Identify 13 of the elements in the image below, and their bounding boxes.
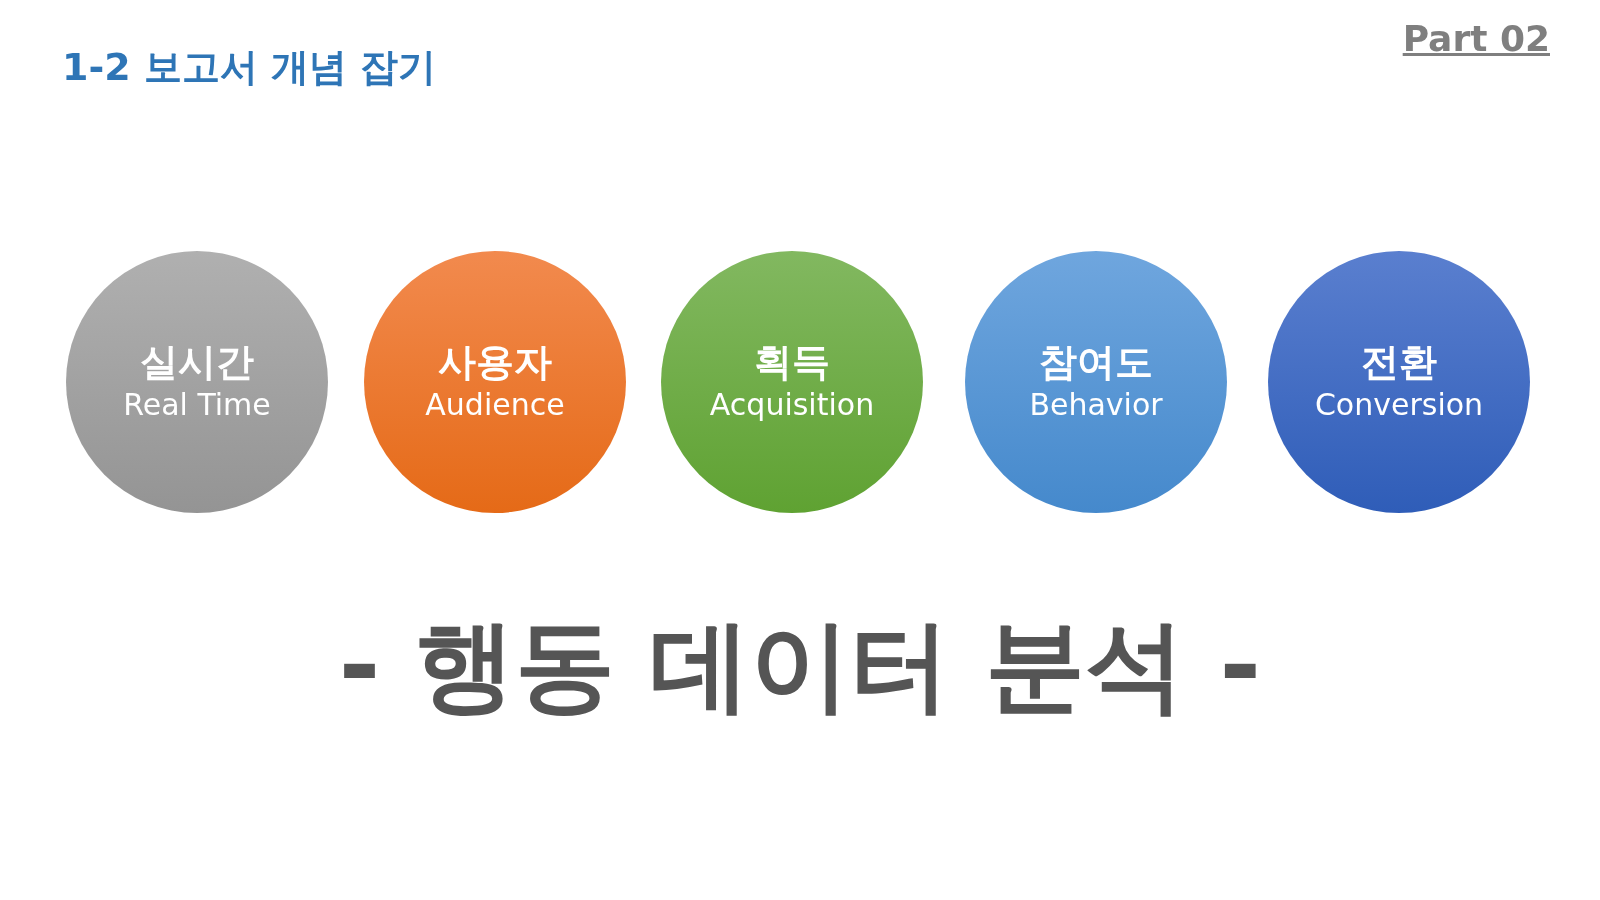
part-number: Part 02 (1402, 18, 1550, 59)
circle-heading: 획득 (754, 339, 830, 386)
circle-heading: 참여도 (1039, 339, 1153, 386)
circle-subtitle: Audience (425, 386, 565, 425)
main-heading: - 행동 데이터 분석 - (337, 606, 1263, 726)
slide-title: 1-2 보고서 개념 잡기 (62, 44, 437, 91)
circle-subtitle: Conversion (1314, 386, 1484, 425)
circle-heading: 전환 (1361, 339, 1437, 386)
circle-subtitle: Acquisition (709, 386, 875, 425)
circle-subtitle: Real Time (123, 386, 271, 425)
circle-subtitle: Behavior (1029, 386, 1163, 425)
circle-heading: 사용자 (438, 339, 552, 386)
circle-heading: 실시간 (140, 339, 254, 386)
